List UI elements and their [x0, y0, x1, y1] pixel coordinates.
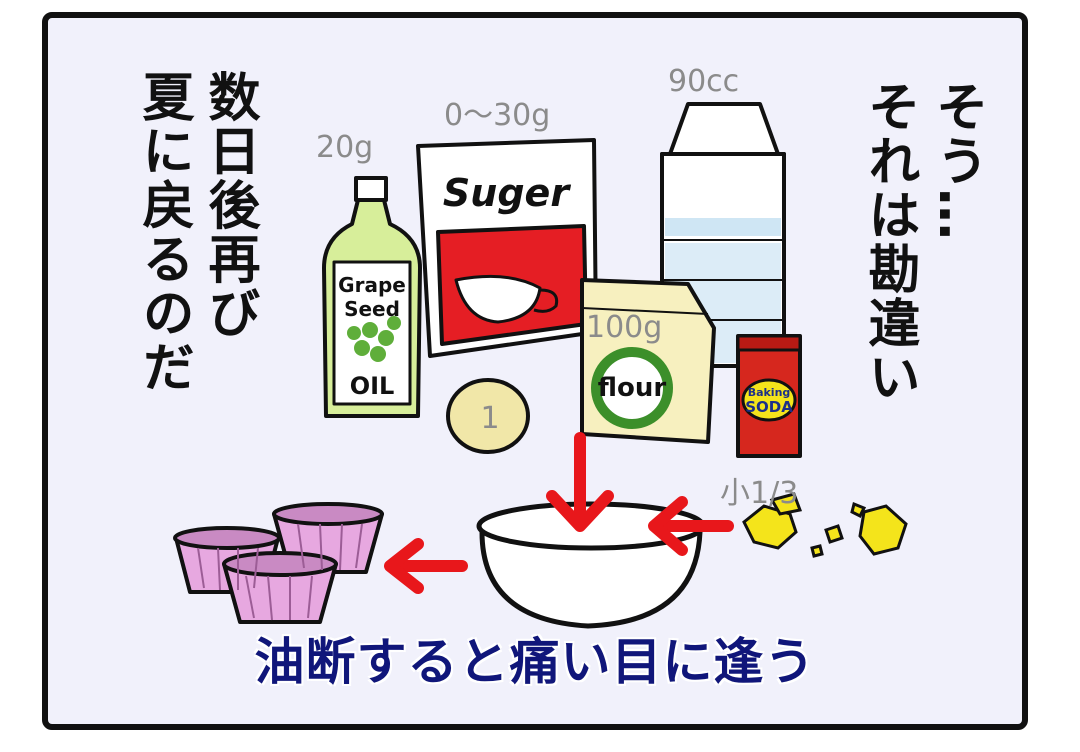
right-text-col-2: それは勘違い	[859, 80, 919, 404]
egg-icon	[446, 378, 530, 454]
oil-label-oil: OIL	[350, 372, 395, 400]
sugar-label: Suger	[443, 171, 571, 215]
comic-panel: Grape Seed OIL Suger flour Baking SODA 1…	[42, 12, 1028, 730]
sugar-quantity: 0〜30g	[444, 98, 551, 133]
arrow-left-to-bowl	[648, 496, 734, 556]
soda-label-soda: SODA	[745, 398, 793, 416]
flour-quantity: 100g	[586, 310, 663, 345]
butter-pieces-icon	[742, 492, 908, 558]
cupcake-cup-3	[222, 551, 338, 624]
caption: 油断すると痛い目に逢う	[254, 633, 816, 691]
cupcake-cups-icon	[173, 502, 384, 624]
sugar-bag-icon	[416, 138, 598, 358]
milk-quantity: 90cc	[668, 64, 740, 99]
flour-label: flour	[598, 373, 667, 403]
left-text-col-1: 数日後再び	[199, 70, 259, 340]
right-text-col-1: そう…	[927, 80, 987, 242]
soda-label-baking: Baking	[748, 386, 791, 399]
arrow-left-to-cups	[384, 538, 468, 594]
left-text-col-2: 夏に戻るのだ	[133, 70, 193, 394]
oil-label-grape: Grape	[338, 273, 406, 297]
oil-quantity: 20g	[316, 130, 374, 165]
egg-quantity: 1	[480, 401, 499, 436]
oil-bottle-icon	[322, 176, 422, 418]
soda-quantity: 小1/3	[720, 476, 799, 511]
arrow-down	[546, 432, 614, 532]
mixing-bowl-icon	[476, 501, 706, 629]
arrows	[384, 432, 734, 594]
oil-label-seed: Seed	[344, 297, 400, 321]
flour-bag-icon	[580, 278, 716, 444]
illustration: Grape Seed OIL Suger flour Baking SODA 1	[173, 102, 908, 629]
baking-soda-box-icon	[736, 334, 802, 458]
